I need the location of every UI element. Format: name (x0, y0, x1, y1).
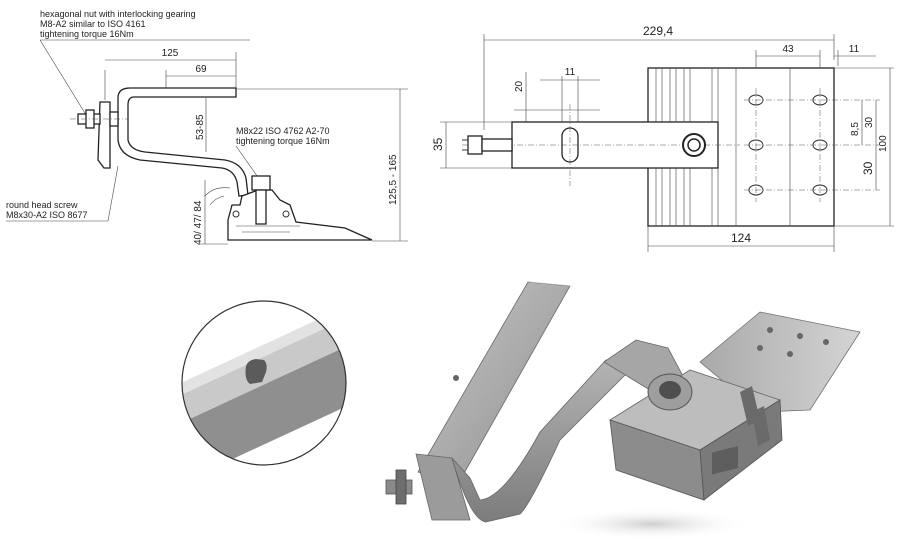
dim-11-slot: 11 (565, 67, 576, 78)
nut-note-line-3: tightening torque 16Nm (40, 29, 134, 39)
pivot-arc (204, 187, 231, 197)
top-view: 229,4 43 11 11 20 35 (431, 24, 894, 252)
product-render (385, 281, 861, 540)
base-rail (227, 189, 373, 241)
screw-head (251, 175, 271, 191)
screw-socket-plan (687, 138, 701, 152)
dim-11-top: 11 (849, 44, 860, 55)
nut-3d (395, 469, 407, 505)
pivot-arc (209, 195, 225, 206)
dim-229-4: 229,4 (643, 24, 673, 38)
side-view: hexagonal nut with interlocking gearing … (6, 9, 408, 245)
bolt-plan-shaft (481, 138, 513, 152)
screw-note-line-2: tightening torque 16Nm (236, 136, 330, 146)
dim-30-b: 30 (861, 161, 875, 175)
rail-channel (712, 445, 738, 475)
dim-35: 35 (431, 137, 445, 151)
detail-view (181, 300, 347, 466)
arm-hole-3d (453, 375, 459, 381)
dim-40-47-84: 40/ 47/ 84 (193, 200, 204, 245)
dim-125-5-165: 125,5 - 165 (388, 154, 399, 205)
dim-100: 100 (878, 135, 889, 152)
dim-8-5: 8,5 (850, 122, 861, 136)
nut-leader (39, 39, 89, 119)
hook-lower-arm (451, 359, 631, 523)
rail-hole (232, 210, 240, 218)
round-screw-note-line-1: round head screw (6, 200, 78, 210)
bolt-plan-nut (467, 135, 483, 155)
dim-43: 43 (782, 44, 794, 55)
hook-profile (117, 87, 249, 197)
clamp-plate-3d (415, 453, 471, 521)
dim-69: 69 (195, 64, 207, 75)
clamp-plate (97, 101, 111, 169)
rail-hole (282, 210, 290, 218)
dim-30-a: 30 (864, 116, 875, 128)
screw-socket-3d (659, 381, 681, 399)
round-screw-note-line-2: M8x30-A2 ISO 8677 (6, 210, 88, 220)
rail-slot (752, 406, 770, 446)
screw-note-line-1: M8x22 ISO 4762 A2-70 (236, 126, 330, 136)
dim-124: 124 (731, 231, 751, 245)
dim-20: 20 (514, 80, 525, 92)
nut-note-line-1: hexagonal nut with interlocking gearing (40, 9, 196, 19)
detail-hole (245, 359, 267, 384)
dim-125: 125 (162, 48, 179, 59)
nut-note-line-2: M8-A2 similar to ISO 4161 (40, 19, 146, 29)
mounting-holes (744, 88, 880, 202)
screw-shaft (255, 189, 267, 225)
detail-circle-frame (181, 300, 347, 466)
render-shadow (552, 508, 752, 540)
dim-53-85: 53-85 (195, 114, 206, 140)
round-screw-leader (107, 165, 119, 222)
